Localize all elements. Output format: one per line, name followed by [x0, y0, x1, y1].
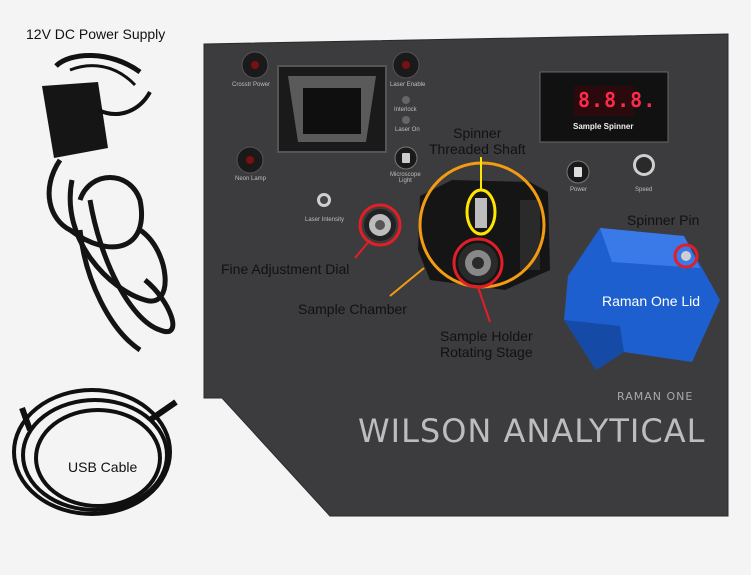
usb-cable-label: USB Cable: [68, 459, 138, 475]
threaded-shaft-label: Spinner Threaded Shaft: [429, 125, 526, 158]
spinner-display-box: [539, 71, 669, 143]
fine-adjustment-label: Fine Adjustment Dial: [221, 261, 350, 277]
viewing-window: [277, 65, 387, 153]
fine-adjustment-highlight: [358, 203, 402, 247]
power-label: Power: [570, 187, 588, 193]
ccd-power-label: Crosstr Power: [232, 82, 271, 88]
usb-cable-coil: [12, 388, 178, 516]
spinner-pin-label: Spinner Pin: [627, 212, 700, 228]
power-supply-label: 12V DC Power Supply: [26, 26, 166, 42]
neon-lamp-label: Neon Lamp: [235, 176, 267, 182]
spinner-pin-highlight: [673, 243, 699, 269]
rotating-stage-label: Sample Holder Rotating Stage: [440, 328, 533, 361]
company-name: WILSON ANALYTICAL: [358, 412, 706, 450]
raman-one-lid-label: Raman One Lid: [602, 293, 701, 309]
model-name: RAMAN ONE: [617, 390, 694, 403]
sample-chamber-label: Sample Chamber: [298, 301, 407, 317]
power-cord-coil: [46, 158, 176, 353]
spinner-display-readout: 8.8.8.: [578, 88, 657, 112]
sample-spinner-label: Sample Spinner: [573, 122, 634, 131]
speed-label: Speed: [635, 187, 653, 193]
microscope-light-label: Microscope Light: [390, 172, 421, 184]
interlock-label: Interlock: [394, 107, 417, 113]
laser-enable-label: Laser Enable: [390, 82, 426, 88]
laser-intensity-label: Laser Intensity: [305, 217, 345, 223]
power-supply-brick: [42, 53, 152, 158]
laser-on-label: Laser On: [395, 127, 420, 133]
